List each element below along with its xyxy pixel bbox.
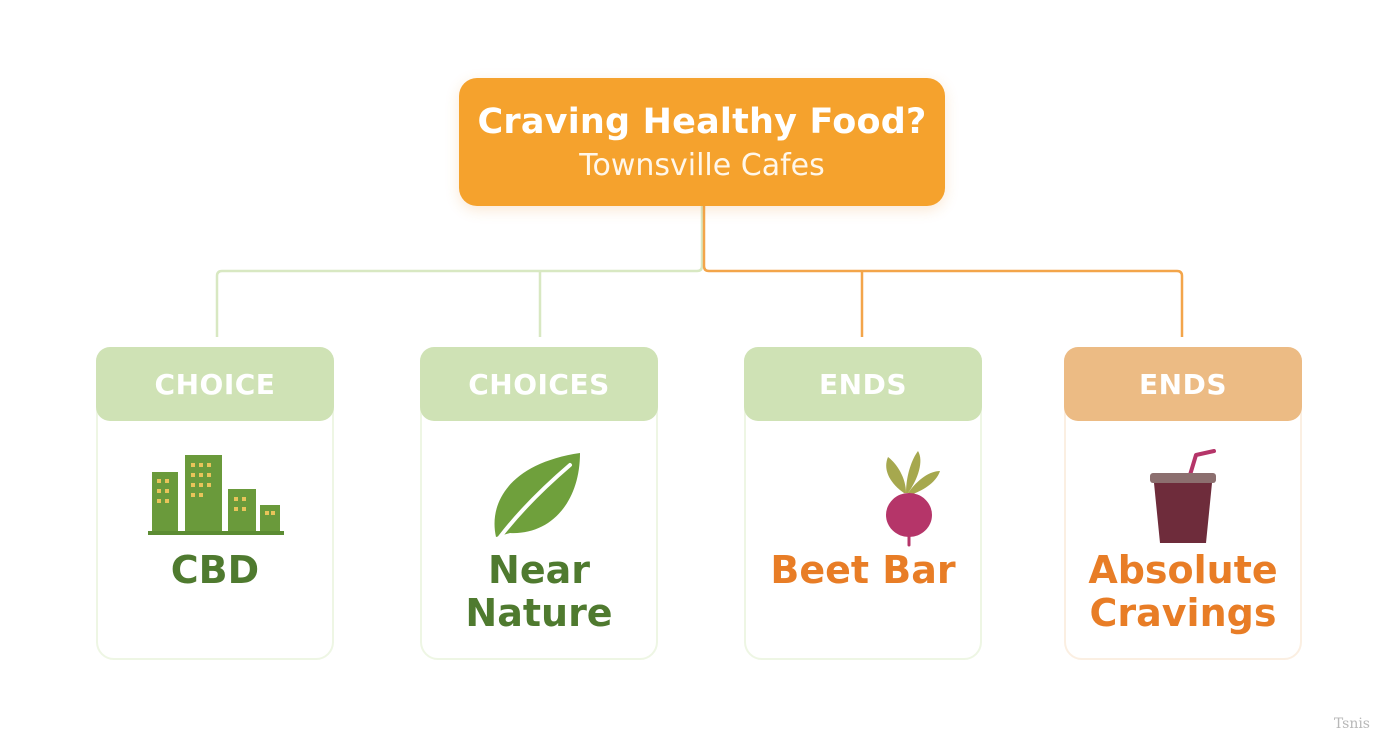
card-header: ENDS <box>1064 347 1302 421</box>
card-header: CHOICES <box>420 347 658 421</box>
card-name: Near Nature <box>465 548 613 635</box>
connector-orange <box>702 206 1184 337</box>
watermark: Tsnis <box>1333 716 1370 732</box>
card-cbd: CHOICE CBD <box>96 347 334 660</box>
city-buildings-icon <box>148 455 284 535</box>
root-title: Craving Healthy Food? <box>477 102 927 142</box>
leaf-icon <box>494 453 580 539</box>
card-header: ENDS <box>744 347 982 421</box>
card-name: Beet Bar <box>770 548 956 592</box>
root-node: Craving Healthy Food? Townsville Cafes <box>459 78 945 206</box>
card-absolute-cravings: ENDS Absolute Cravings <box>1064 347 1302 660</box>
card-header: CHOICE <box>96 347 334 421</box>
card-name: CBD <box>170 548 260 592</box>
drink-cup-icon <box>1150 449 1216 543</box>
card-near-nature: CHOICES Near Nature <box>420 347 658 660</box>
card-name: Absolute Cravings <box>1088 548 1278 635</box>
connector-green <box>215 206 704 337</box>
root-subtitle: Townsville Cafes <box>579 148 825 183</box>
beetroot-icon <box>886 451 940 547</box>
card-beet-bar: ENDS Beet Bar <box>744 347 982 660</box>
